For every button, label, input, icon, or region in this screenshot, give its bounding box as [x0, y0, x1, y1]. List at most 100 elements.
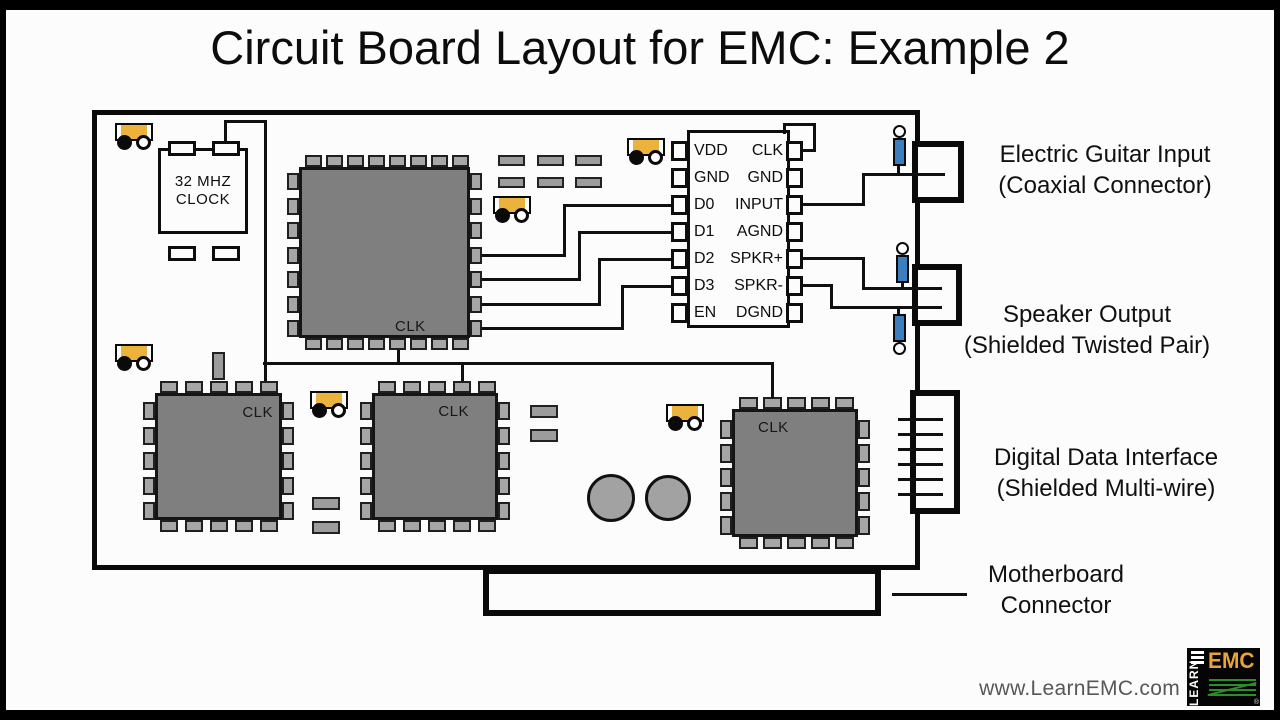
ic-pad	[858, 420, 870, 439]
filter-ferrite	[893, 314, 906, 342]
d0-trace	[563, 204, 566, 257]
codec-pin	[671, 276, 688, 296]
ic-pad	[498, 452, 510, 470]
clock-pad	[212, 246, 240, 261]
ic-pad	[470, 296, 482, 313]
spkr-plus-trace	[803, 257, 864, 260]
ic-pad	[143, 402, 155, 420]
ic-pad	[389, 155, 406, 167]
codec-pin	[786, 195, 803, 215]
ic-pad	[282, 402, 294, 420]
ic-pad	[470, 173, 482, 190]
codec-pin-row: D0 INPUT	[694, 194, 783, 216]
website-url: www.LearnEMC.com	[979, 677, 1180, 700]
ic-pad	[498, 502, 510, 520]
clock-trace-left-drop	[264, 120, 267, 381]
codec-pin	[671, 168, 688, 188]
codec-pin-left-label: EN	[694, 304, 717, 321]
ic-pad	[858, 444, 870, 463]
ic-pad	[347, 155, 364, 167]
coaxial-connector	[912, 141, 964, 203]
codec-pin-left-label: D2	[694, 250, 715, 267]
logo-bar	[1191, 651, 1204, 654]
ic-pad	[143, 452, 155, 470]
ic-pad	[160, 520, 178, 532]
digital-interface-label: Digital Data Interface (Shielded Multi-w…	[964, 442, 1248, 504]
d0-trace	[482, 254, 566, 257]
ic-pad	[326, 155, 343, 167]
codec-pin-left-label: D1	[694, 223, 715, 240]
ground-via	[668, 416, 683, 431]
codec-pin	[786, 276, 803, 296]
ic-pad	[720, 444, 732, 463]
spkr-minus-trace	[830, 306, 942, 309]
ic-pad	[470, 271, 482, 288]
power-via	[136, 356, 151, 371]
clock-stub-main-ic	[397, 350, 400, 364]
ic-pad	[347, 338, 364, 350]
smd-resistor	[312, 521, 340, 534]
ic-pad	[739, 537, 758, 549]
ic-pad	[143, 502, 155, 520]
smd-resistor	[537, 177, 564, 188]
codec-pin	[786, 168, 803, 188]
ic-pad	[378, 520, 396, 532]
ic-pad	[360, 477, 372, 495]
codec-pin-right-label: DGND	[735, 304, 783, 321]
guitar-input-label-line2: (Coaxial Connector)	[998, 172, 1212, 199]
logo-bar	[1191, 661, 1204, 664]
ground-via	[312, 403, 327, 418]
ic-pad	[470, 320, 482, 337]
ic-pad	[498, 477, 510, 495]
motherboard-connector-label-line1: Motherboard	[987, 561, 1125, 588]
ic-pad	[287, 320, 299, 337]
power-via	[687, 416, 702, 431]
ic-pad	[368, 338, 385, 350]
smd-resistor	[530, 429, 558, 442]
ic-pad	[835, 537, 854, 549]
ic-pad	[287, 198, 299, 215]
speaker-output-label-line2: (Shielded Twisted Pair)	[963, 332, 1211, 359]
codec-pin-row: GND GND	[694, 167, 783, 189]
digital-data-wire	[898, 478, 943, 481]
ic-pad	[858, 468, 870, 487]
digital-ic-3: CLK	[732, 409, 858, 537]
spkr-minus-trace	[830, 284, 833, 309]
codec-pin-row: VDD CLK	[694, 140, 783, 162]
codec-pin-right-label: AGND	[736, 223, 783, 240]
digital-interface-label-line2: (Shielded Multi-wire)	[996, 475, 1216, 502]
ic-pad	[403, 381, 421, 393]
digital-ic-1: CLK	[155, 393, 282, 520]
ic-pad	[858, 492, 870, 511]
logo-line	[1209, 684, 1256, 686]
main-ic: CLK	[299, 167, 470, 338]
ic-pad	[428, 520, 446, 532]
chassis-ground-via	[896, 242, 909, 255]
input-trace	[862, 173, 865, 206]
d3-trace	[621, 285, 671, 288]
digital-data-wire	[898, 448, 943, 451]
clock-trace-top	[224, 120, 267, 123]
filter-ferrite	[893, 138, 906, 166]
ic-pad	[720, 516, 732, 535]
ic-pad	[498, 427, 510, 445]
digital-data-wire	[898, 463, 943, 466]
ic-pad	[235, 381, 253, 393]
clock-line1: 32 MHZ	[174, 173, 232, 190]
chassis-ground-via	[893, 342, 906, 355]
d1-trace	[578, 231, 671, 234]
motherboard-connector	[483, 568, 881, 616]
ic-pad	[368, 155, 385, 167]
logo-bar	[1191, 656, 1204, 659]
ic-pad	[470, 247, 482, 264]
d3-trace	[482, 327, 624, 330]
d2-trace	[482, 303, 601, 306]
ic-pad	[431, 338, 448, 350]
logo-line	[1209, 694, 1256, 696]
ic-pad	[287, 222, 299, 239]
codec-pin	[786, 141, 803, 161]
d1-trace	[578, 231, 581, 281]
ic-pad	[470, 198, 482, 215]
ic-pad	[282, 427, 294, 445]
